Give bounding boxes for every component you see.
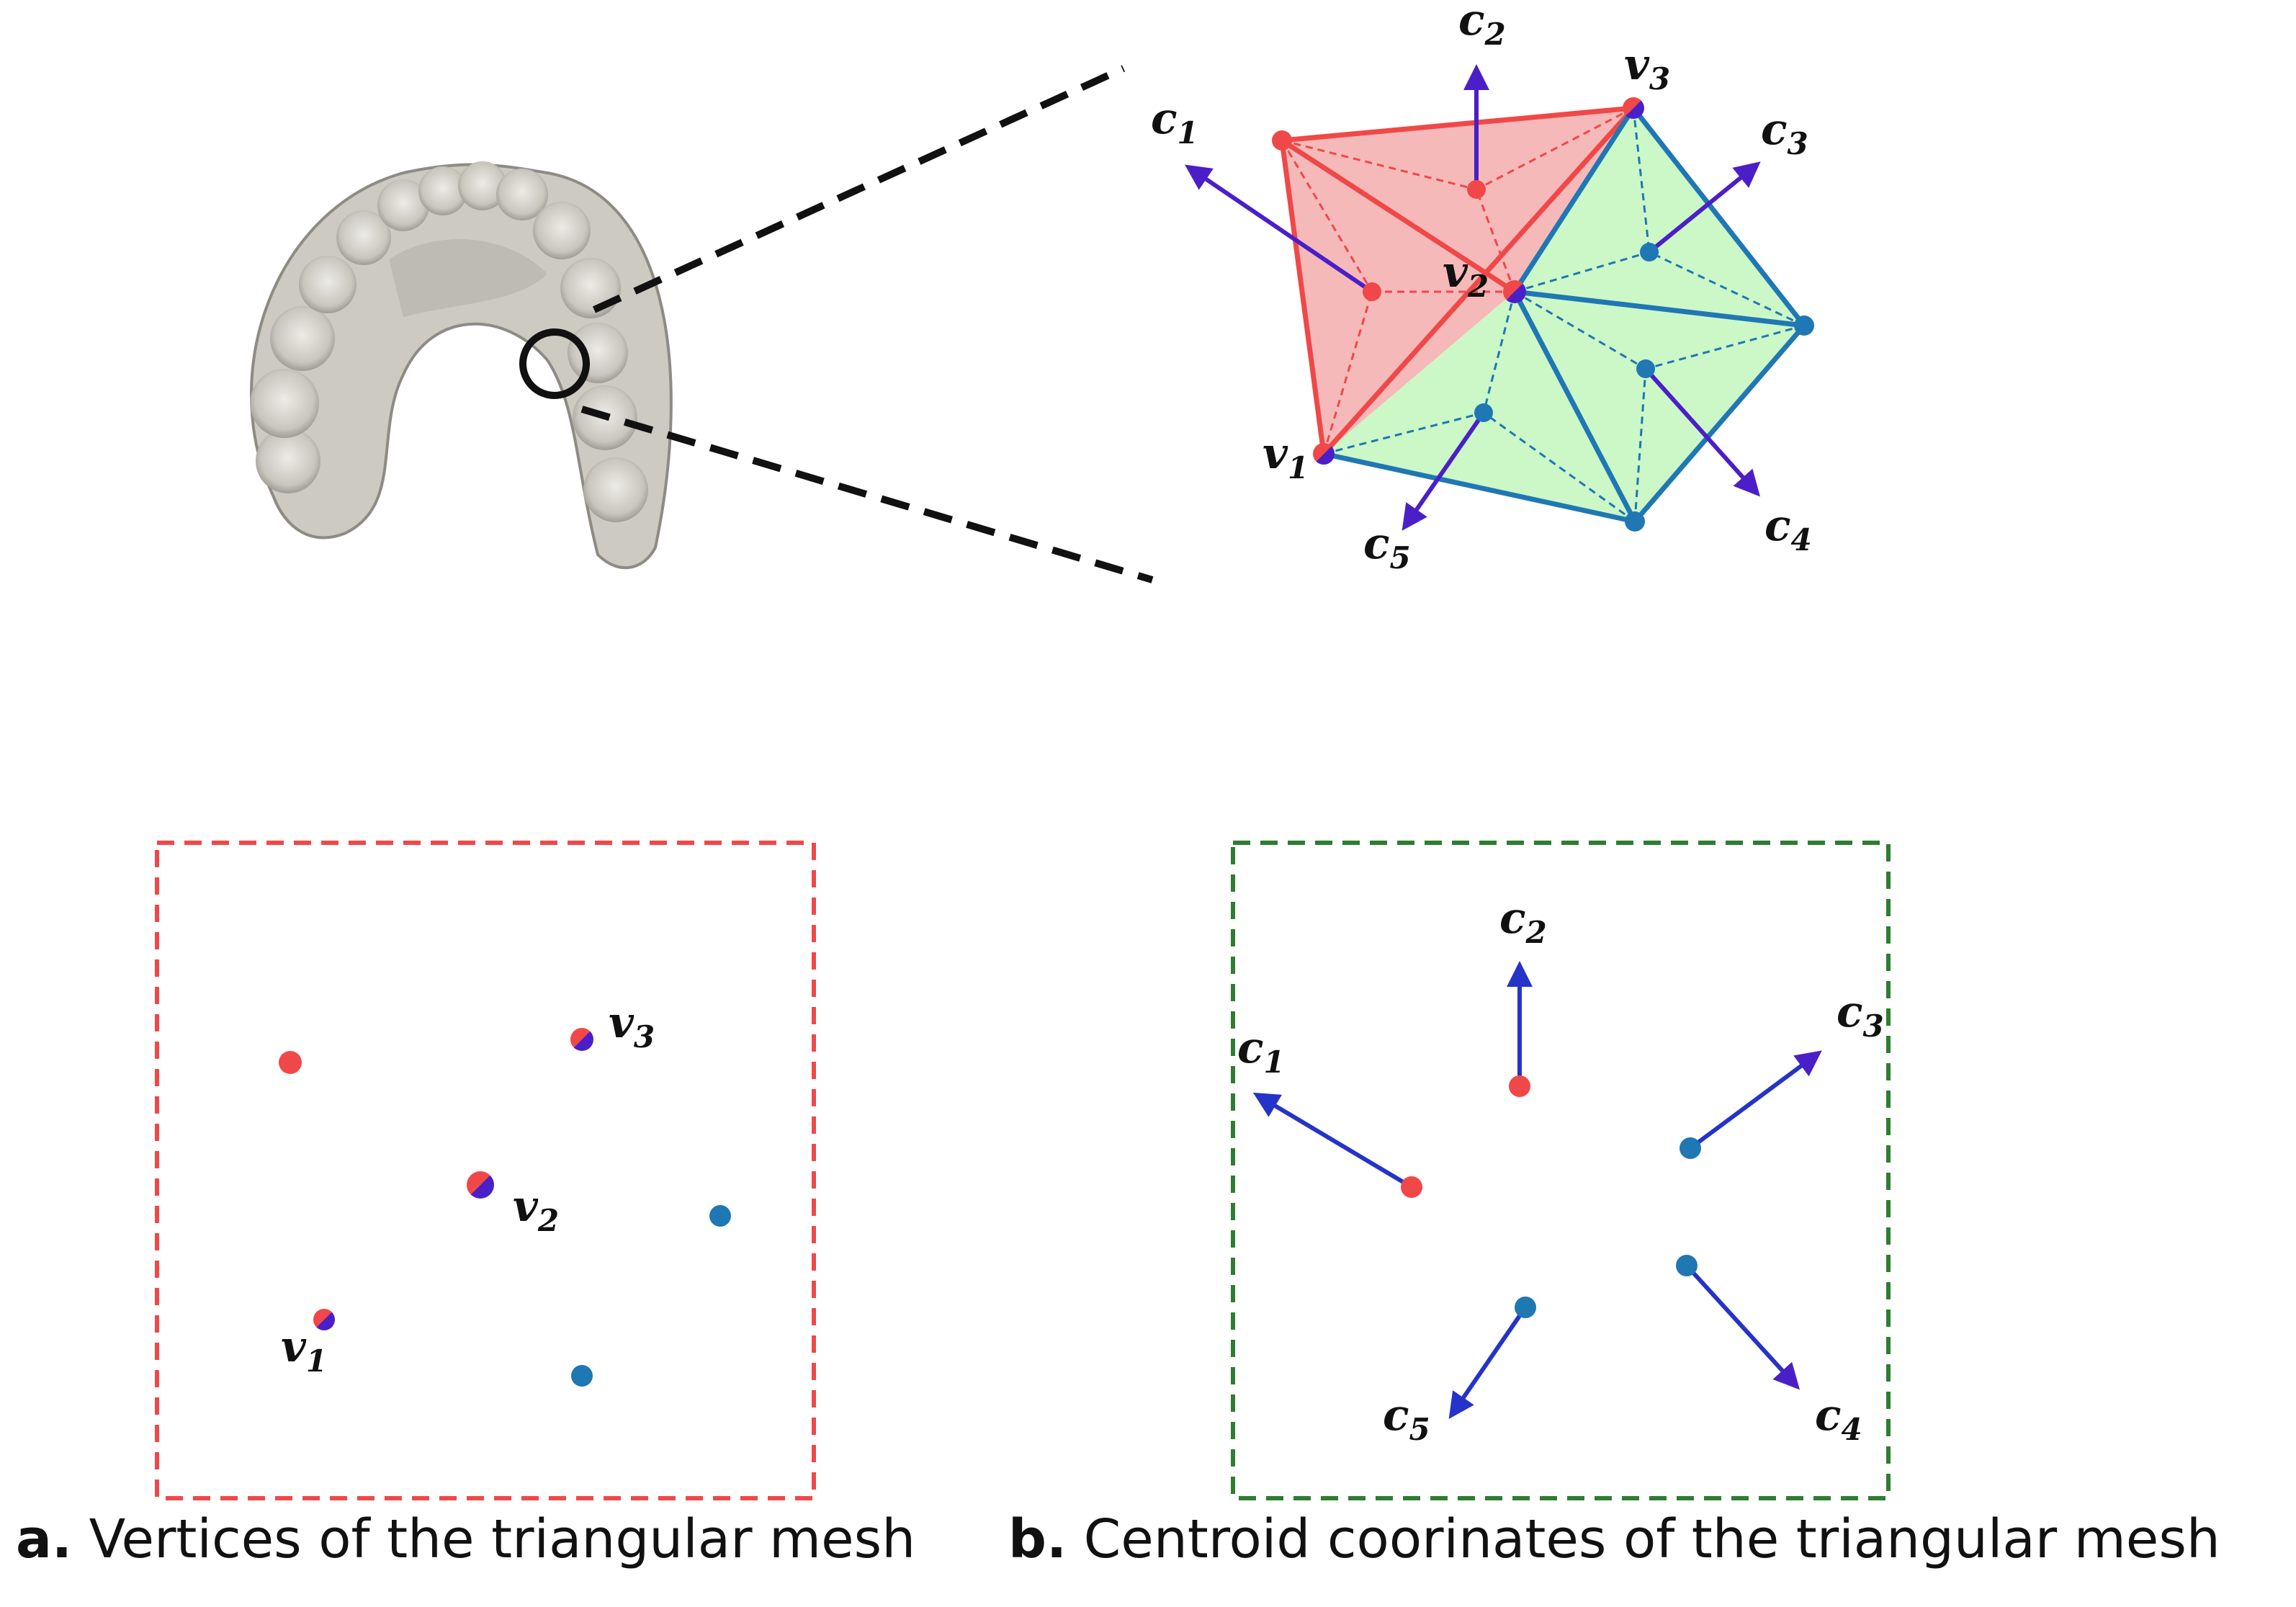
label-a-v3: v3 xyxy=(609,998,655,1055)
zoom-line-top xyxy=(592,65,1126,313)
label-v3: v3 xyxy=(1624,40,1670,97)
caption-a-text: Vertices of the triangular mesh xyxy=(72,1508,916,1570)
panel-b-centroids: c1 c2 c3 c4 c5 xyxy=(1231,841,1891,1500)
caption-b-text: Centroid coorinates of the triangular me… xyxy=(1067,1508,2220,1570)
label-c3: c3 xyxy=(1761,104,1808,161)
label-b-c4: c4 xyxy=(1815,1390,1862,1447)
magnifier-circle-icon xyxy=(519,328,590,399)
zoomed-mesh: c1 c2 c3 c4 c5 v3 v2 v1 xyxy=(1151,0,1814,576)
caption-a-letter: a. xyxy=(16,1508,73,1570)
panel-a-vertices: v3 v2 v1 xyxy=(155,841,816,1500)
label-b-c3: c3 xyxy=(1837,987,1884,1044)
zoom-line-bottom xyxy=(580,406,1154,583)
caption-a: a. Vertices of the triangular mesh xyxy=(16,1513,915,1566)
label-b-c5: c5 xyxy=(1383,1390,1430,1447)
caption-b-letter: b. xyxy=(1008,1508,1067,1570)
label-c5: c5 xyxy=(1363,519,1411,576)
label-b-c2: c2 xyxy=(1499,893,1547,950)
dental-arch-model-icon xyxy=(250,161,673,569)
label-c4: c4 xyxy=(1764,501,1812,558)
label-v2: v2 xyxy=(1443,247,1489,304)
label-a-v2: v2 xyxy=(513,1181,559,1238)
label-v1: v1 xyxy=(1263,429,1309,485)
label-c1: c1 xyxy=(1151,94,1198,151)
label-b-c1: c1 xyxy=(1237,1023,1285,1080)
label-c2: c2 xyxy=(1458,0,1506,52)
label-a-v1: v1 xyxy=(281,1322,327,1379)
caption-b: b. Centroid coorinates of the triangular… xyxy=(1008,1513,2220,1566)
